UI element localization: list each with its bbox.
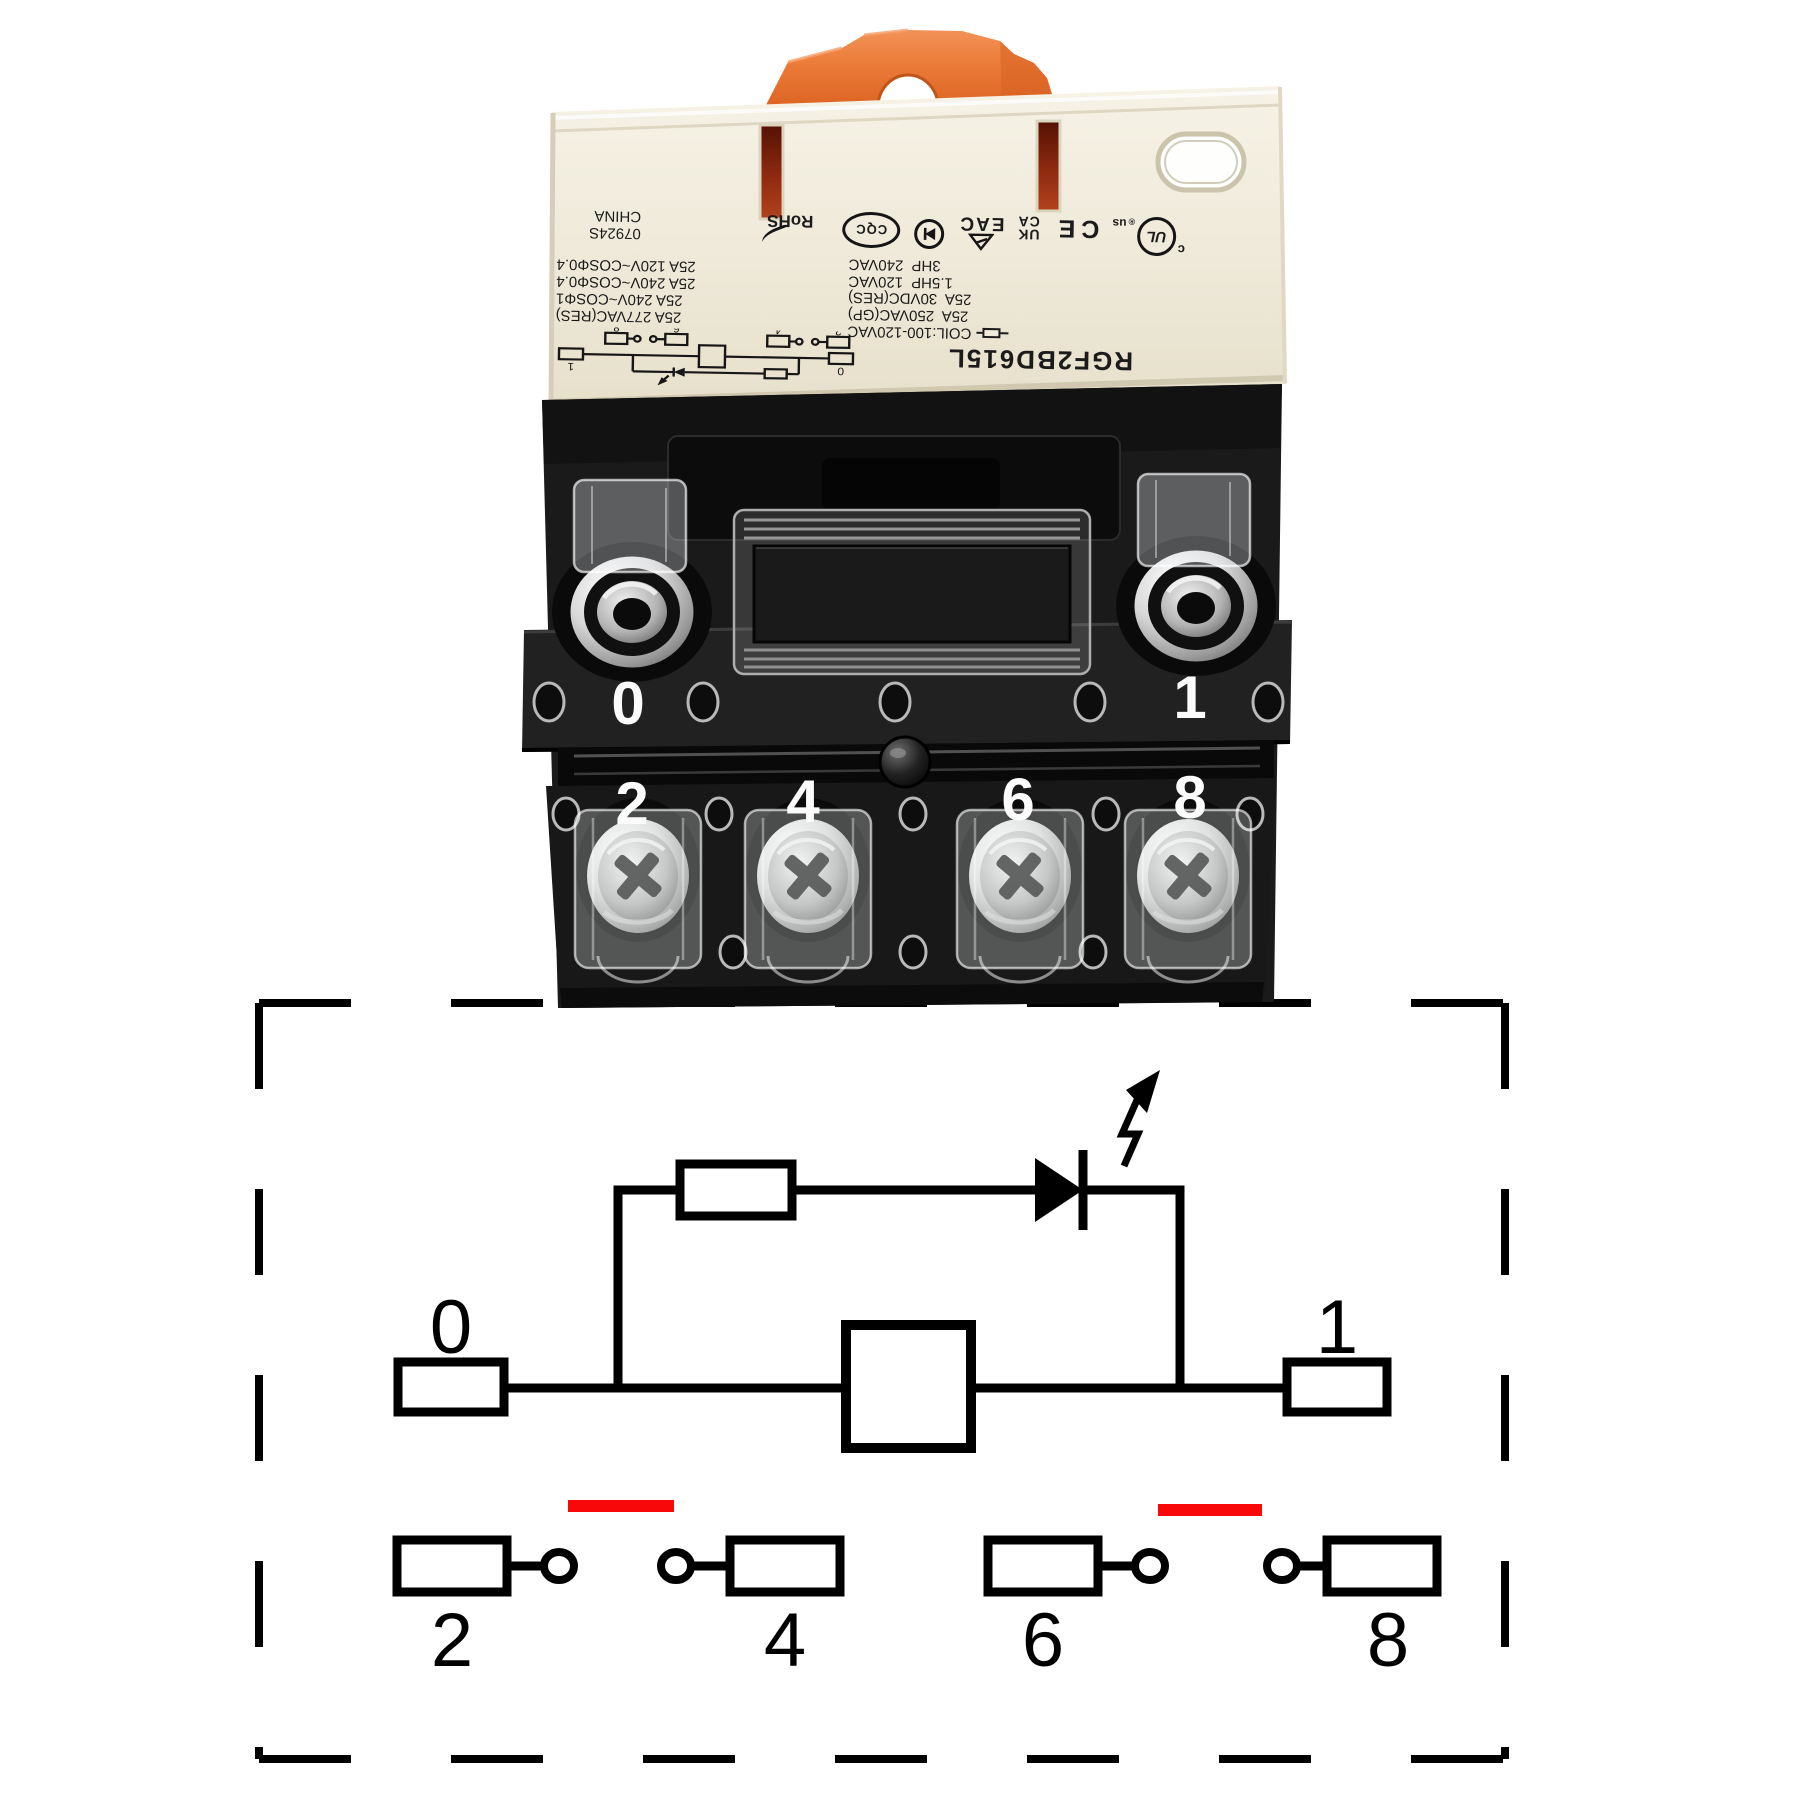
branch-wire-right <box>1083 1185 1185 1388</box>
terminal-8-box <box>1322 1535 1442 1597</box>
coil-box <box>841 1320 976 1453</box>
triangle-mark-icon <box>967 233 995 251</box>
terminal-0-box <box>393 1357 509 1417</box>
ukca-mark: UK CA <box>1017 213 1040 243</box>
schematic-label-0: 0 <box>430 1285 472 1370</box>
schematic-label-6: 6 <box>1022 1598 1064 1683</box>
product-label: RGF2BD615L COIL:100-120VAC 25A 250VAC(GP… <box>554 200 1191 399</box>
eac-mark: EAC <box>958 212 1005 251</box>
label-ratings-primary: RGF2BD615L COIL:100-120VAC 25A 250VAC(GP… <box>847 255 1181 378</box>
schematic-label-1: 1 <box>1316 1285 1358 1370</box>
contact-mark-right <box>1158 1504 1262 1516</box>
rivet-holes <box>532 681 1285 970</box>
diode-mark-icon <box>913 213 946 251</box>
terminal-4-box <box>725 1535 845 1597</box>
rohs-mark: RoHS <box>766 211 814 231</box>
schematic-label-4: 4 <box>764 1598 806 1683</box>
device-number-8: 8 <box>1173 764 1206 831</box>
mini-label-0: 0 <box>837 365 844 377</box>
ce-mark: CE <box>1052 214 1100 243</box>
mounting-hole <box>1155 131 1247 193</box>
terminal-1-box <box>1282 1357 1392 1417</box>
batch-code: 07924S CHINA <box>588 207 642 242</box>
terminal-2-box <box>392 1535 512 1597</box>
relay-body <box>521 384 1293 1008</box>
mini-label-2: 2 <box>835 326 842 336</box>
branch-wire-left <box>613 1185 680 1388</box>
contact-points <box>540 1548 1301 1584</box>
label-mini-schematic: 0 1 2 4 6 8 <box>557 326 855 386</box>
mini-label-4: 4 <box>774 326 782 335</box>
led-diode <box>1035 1158 1083 1222</box>
schematic-label-2: 2 <box>431 1598 473 1683</box>
schematic-label-8: 8 <box>1367 1598 1409 1683</box>
device-number-0: 0 <box>611 670 644 737</box>
cqc-mark: CQC <box>841 211 901 249</box>
label-window <box>732 508 1092 676</box>
mini-label-6: 6 <box>673 326 680 333</box>
ul-mark: c UL ® us <box>1112 216 1186 258</box>
device-number-1: 1 <box>1173 664 1206 731</box>
indicator-dome <box>878 735 932 789</box>
device-number-6: 6 <box>1001 766 1034 833</box>
resistor-box <box>675 1159 797 1221</box>
contact-mark-left <box>568 1500 674 1512</box>
label-ratings-secondary: 0 1 2 4 6 8 25A 277VAC(RES) 25A 240V~COS… <box>554 255 868 389</box>
coil-symbol-icon <box>976 327 1008 338</box>
mini-label-8: 8 <box>613 326 620 332</box>
device-number-4: 4 <box>786 768 820 835</box>
led-light-arrow <box>1116 1070 1160 1168</box>
device-number-2: 2 <box>615 770 648 837</box>
certification-marks: c UL ® us CE UK CA EAC <box>565 207 1186 257</box>
model-number: RGF2BD615L <box>946 343 1134 377</box>
mini-label-1: 1 <box>567 360 574 372</box>
